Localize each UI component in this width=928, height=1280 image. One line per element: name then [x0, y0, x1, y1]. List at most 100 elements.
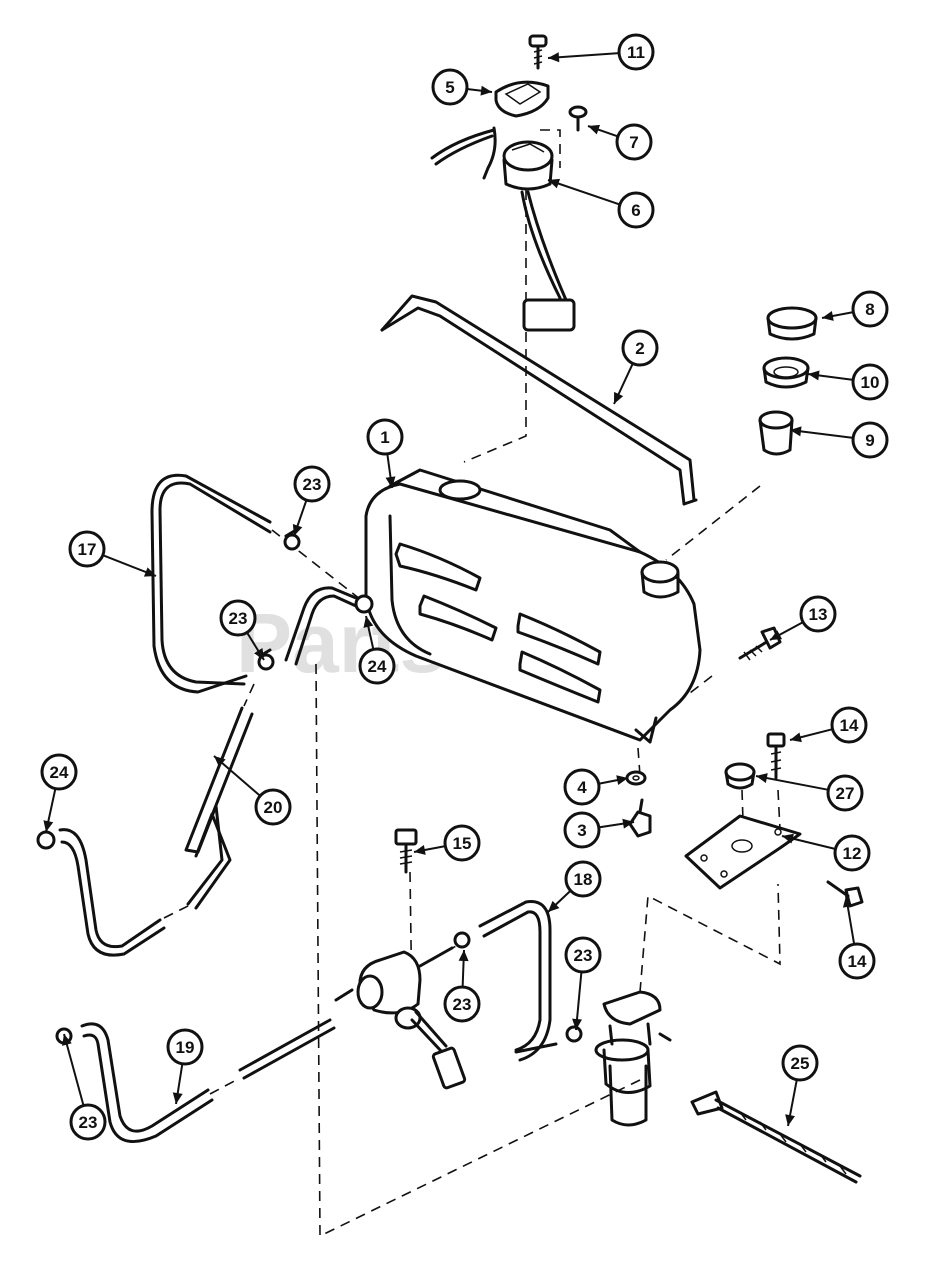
fuel-filter — [594, 990, 672, 1127]
callout-c14b: 14 — [838, 895, 876, 980]
callout-circle — [293, 465, 331, 503]
leader-line — [547, 179, 621, 206]
callout-c24b: 24 — [40, 753, 78, 833]
callout-c7: 7 — [587, 123, 653, 161]
cable-tie-25 — [690, 1090, 862, 1184]
strainer-9 — [758, 410, 794, 456]
leader-arrowhead — [143, 567, 156, 577]
leader-arrowhead — [790, 426, 802, 437]
callout-c14a: 14 — [789, 706, 868, 744]
callout-circle — [838, 942, 876, 980]
callout-number: 27 — [836, 784, 855, 803]
fuel-tank-1 — [364, 468, 702, 744]
leader-arrowhead — [822, 311, 834, 321]
fitting-3 — [628, 798, 652, 838]
gasket-10 — [762, 356, 810, 389]
callout-c18: 18 — [547, 860, 602, 913]
leader-arrowhead — [782, 833, 794, 844]
callout-number: 3 — [577, 821, 586, 840]
bracket-plate-12 — [684, 814, 802, 890]
strap-2 — [380, 294, 698, 506]
callout-number: 23 — [453, 995, 472, 1014]
leader-arrowhead — [385, 476, 396, 488]
callout-circle — [830, 706, 868, 744]
screw-11 — [528, 34, 548, 70]
leader-arrowhead — [588, 124, 601, 135]
fuel-sender-6 — [430, 126, 576, 332]
callout-circle — [563, 768, 601, 806]
leader-line — [547, 52, 620, 59]
nut-27 — [724, 762, 756, 790]
callout-number: 9 — [865, 431, 874, 450]
callout-c23d: 23 — [443, 949, 481, 1023]
callout-c9: 9 — [789, 421, 889, 459]
callout-number: 24 — [368, 657, 387, 676]
clamp-23d — [453, 931, 471, 949]
callout-circle — [851, 421, 889, 459]
callout-c25: 25 — [781, 1044, 819, 1127]
callout-circle — [563, 811, 601, 849]
callout-c4: 4 — [563, 768, 629, 806]
leader-line — [63, 1033, 85, 1106]
callout-circle — [166, 1028, 204, 1066]
callout-circle — [826, 774, 864, 812]
callout-circle — [851, 290, 889, 328]
leader-arrowhead — [622, 818, 634, 829]
fuel-pump — [334, 946, 467, 1090]
callout-number: 2 — [635, 339, 644, 358]
callout-c27: 27 — [755, 773, 864, 812]
clamp-23c — [565, 1025, 583, 1043]
callout-number: 23 — [229, 609, 248, 628]
leader-arrowhead — [548, 52, 560, 63]
callout-c3: 3 — [563, 811, 635, 849]
leader-arrowhead — [842, 896, 853, 908]
callout-number: 10 — [861, 373, 880, 392]
sender-cover-5 — [494, 80, 550, 118]
callout-circle — [617, 33, 655, 71]
hose-tank-outlet — [284, 586, 358, 666]
callout-c23e: 23 — [62, 1033, 107, 1141]
callout-circle — [851, 363, 889, 401]
bolt-14a — [766, 732, 786, 780]
callout-number: 14 — [840, 716, 859, 735]
hose-19 — [80, 1018, 336, 1144]
leader-arrowhead — [614, 391, 624, 404]
callout-number: 23 — [303, 475, 322, 494]
callout-number: 12 — [843, 844, 862, 863]
callout-c23a: 23 — [292, 465, 331, 537]
callout-circle — [564, 860, 602, 898]
callout-circle — [621, 329, 659, 367]
leader-line — [755, 775, 829, 791]
callout-number: 23 — [79, 1113, 98, 1132]
leader-arrowhead — [616, 775, 628, 786]
screw-7 — [568, 105, 588, 132]
callout-c10: 10 — [807, 363, 889, 401]
callout-c23b: 23 — [219, 599, 265, 661]
leader-arrowhead — [414, 845, 426, 855]
callout-c20: 20 — [213, 755, 292, 826]
callout-circle — [781, 1044, 819, 1082]
callout-number: 14 — [848, 952, 867, 971]
callout-c2: 2 — [613, 329, 659, 405]
hose-20 — [58, 706, 254, 957]
callout-circle — [358, 647, 396, 685]
leader-arrowhead — [756, 773, 768, 783]
leader-arrowhead — [292, 523, 303, 536]
leader-arrowhead — [172, 1092, 183, 1104]
callout-circle — [799, 595, 837, 633]
callout-number: 8 — [865, 300, 874, 319]
callout-c1: 1 — [366, 418, 404, 489]
callout-number: 13 — [809, 605, 828, 624]
callout-number: 1 — [380, 428, 389, 447]
callout-circle — [617, 191, 655, 229]
callout-number: 11 — [627, 43, 645, 62]
callout-number: 19 — [176, 1038, 195, 1057]
callout-number: 4 — [577, 778, 587, 797]
washer-4 — [625, 770, 647, 786]
callout-circle — [366, 418, 404, 456]
callout-number: 20 — [264, 798, 283, 817]
callout-circle — [615, 123, 653, 161]
callout-number: 7 — [629, 133, 638, 152]
leader-arrowhead — [253, 648, 264, 660]
